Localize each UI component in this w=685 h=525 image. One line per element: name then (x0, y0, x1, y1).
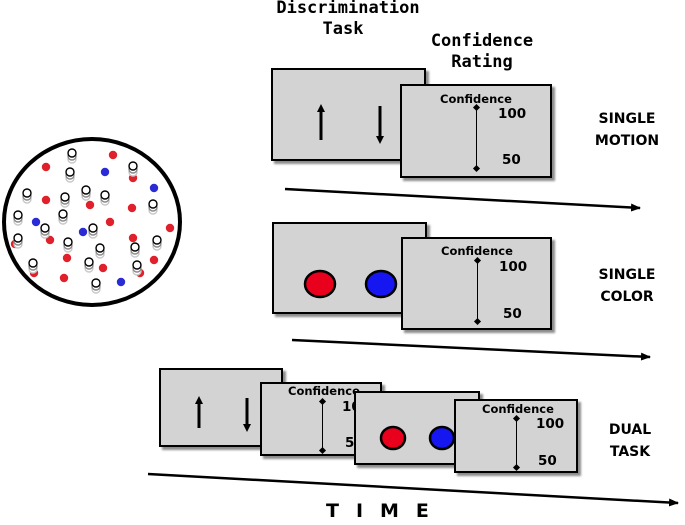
row-label-line1: DUAL (608, 422, 652, 438)
header-discrimination-line2: Task (322, 19, 364, 39)
header-discrimination-line1: Discrimination (276, 0, 420, 18)
colored-dot (59, 273, 69, 283)
row-label-single-color: SINGLE COLOR (582, 264, 672, 308)
colored-dot (62, 253, 72, 263)
dual-confidence-panel-color: Confidence 100 50 (454, 399, 578, 473)
confidence-high: 100 (536, 416, 565, 432)
motion-dot-stack (63, 237, 73, 253)
colored-dot (78, 227, 88, 237)
colored-dot (105, 217, 115, 227)
colored-dot (127, 203, 137, 213)
blue-circle (364, 269, 398, 299)
motion-dot-stack (65, 167, 75, 183)
header-discrimination-task: Discrimination Task (258, 0, 438, 40)
confidence-scale (516, 419, 517, 467)
confidence-scale (477, 261, 478, 321)
colored-dot (128, 233, 138, 243)
motion-dot-stack (91, 278, 101, 294)
motion-dot-stack (128, 161, 138, 177)
time-arrow-single-motion (284, 187, 641, 212)
colored-dot (116, 277, 126, 287)
color-circles (379, 425, 456, 451)
motion-dot-stack (84, 257, 94, 273)
row-label-line1: SINGLE (598, 267, 656, 283)
motion-dot-stack (100, 190, 110, 206)
dot-field (10, 148, 175, 294)
red-circle (303, 269, 337, 299)
motion-dot-stack (130, 242, 140, 258)
red-circle (379, 425, 407, 451)
colored-dot (41, 162, 51, 172)
header-confidence-line2: Rating (451, 52, 513, 72)
motion-dot-stack (88, 223, 98, 239)
motion-arrows (317, 104, 384, 144)
header-confidence-line1: Confidence (430, 31, 534, 51)
confidence-label: Confidence (288, 384, 360, 398)
confidence-low: 50 (502, 152, 521, 168)
colored-dot (41, 195, 51, 205)
motion-dot-stack (28, 258, 38, 274)
time-arrow-single-color (291, 338, 651, 361)
confidence-label: Confidence (441, 244, 513, 258)
colored-dot (108, 150, 118, 160)
motion-dot-stack (22, 188, 32, 204)
confidence-scale (322, 402, 323, 450)
motion-arrows (195, 396, 251, 432)
colored-dot (149, 255, 159, 265)
row-label-line1: SINGLE (598, 111, 656, 127)
row-label-line2: TASK (609, 444, 651, 460)
blue-circle (428, 425, 456, 451)
colored-dot (165, 223, 175, 233)
confidence-low: 50 (503, 306, 522, 322)
confidence-label: Confidence (440, 92, 512, 106)
stimulus-aperture (2, 137, 182, 307)
confidence-panel-single-color: Confidence 100 50 (401, 237, 552, 330)
header-confidence-rating: Confidence Rating (412, 31, 552, 73)
colored-dot (45, 235, 55, 245)
confidence-scale (476, 108, 477, 168)
colored-dot (149, 183, 159, 193)
confidence-panel-single-motion: Confidence 100 50 (400, 84, 552, 178)
motion-dot-stack (152, 235, 162, 251)
time-label: TIME (326, 500, 446, 522)
row-label-single-motion: SINGLE MOTION (582, 108, 672, 152)
confidence-high: 100 (499, 259, 528, 275)
row-label-line2: COLOR (600, 289, 654, 305)
motion-dot-stack (58, 209, 68, 225)
color-circles (303, 269, 398, 299)
motion-dot-stack (40, 223, 50, 239)
motion-dot-stack (148, 199, 158, 215)
colored-dot (100, 167, 110, 177)
motion-dot-stack (132, 260, 142, 276)
colored-dot (98, 263, 108, 273)
motion-dot-stack (13, 210, 23, 226)
row-label-dual-task: DUAL TASK (590, 419, 670, 463)
motion-dot-stack (60, 192, 70, 208)
confidence-label: Confidence (482, 402, 554, 416)
colored-dot (85, 200, 95, 210)
confidence-high: 100 (498, 106, 527, 122)
motion-dot-stack (67, 148, 77, 164)
confidence-low: 50 (538, 453, 557, 469)
motion-dot-stack (13, 233, 23, 249)
colored-dot (31, 217, 41, 227)
time-arrow-main (147, 472, 679, 507)
row-label-line2: MOTION (594, 133, 660, 149)
motion-dot-stack (81, 185, 91, 201)
motion-dot-stack (95, 243, 105, 259)
